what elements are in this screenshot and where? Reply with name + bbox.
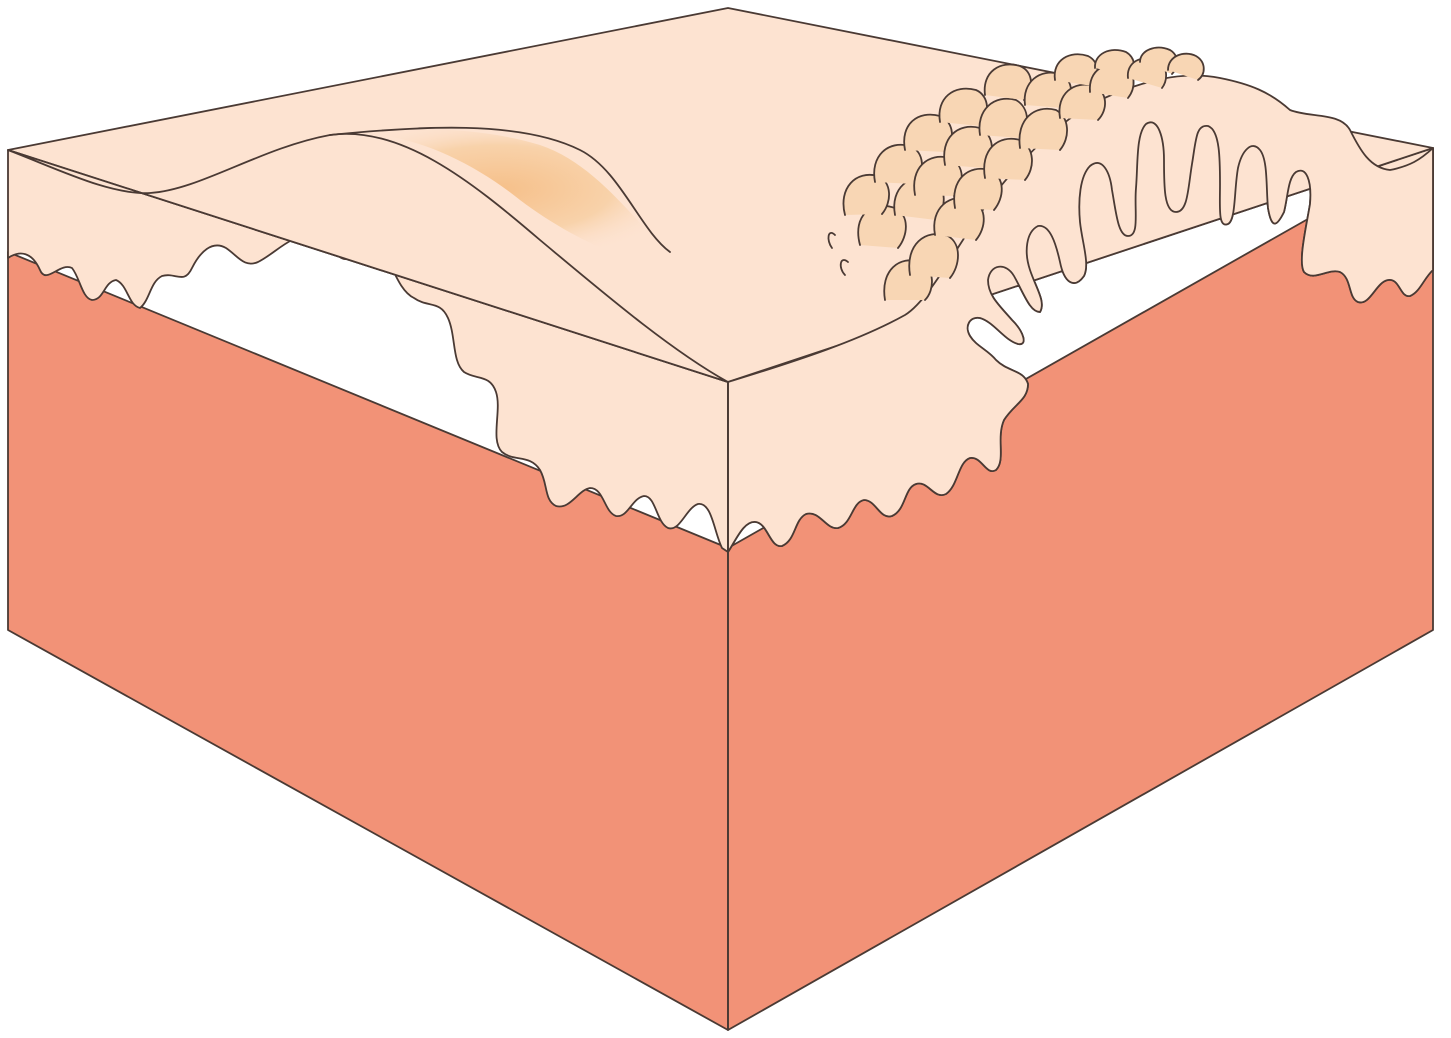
skin-cross-section-diagram xyxy=(0,0,1451,1038)
